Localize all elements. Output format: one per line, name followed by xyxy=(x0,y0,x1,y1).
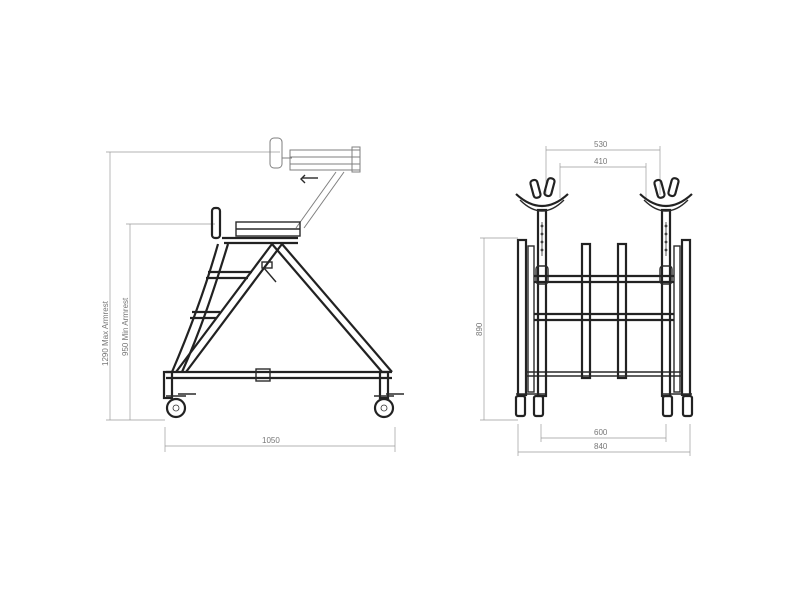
side-view: 1290 Max Armrest 950 Min Armrest 1050 xyxy=(101,137,404,452)
front-view-dimensions xyxy=(480,146,691,456)
top-outer-width-dimension: 530 xyxy=(594,140,608,149)
length-dimension: 1050 xyxy=(262,436,280,445)
top-inner-width-dimension: 410 xyxy=(594,157,608,166)
front-casters xyxy=(514,393,694,418)
front-view: 530 410 890 600 840 xyxy=(475,140,694,456)
height-dimension: 890 xyxy=(475,322,484,336)
armrest-max-position xyxy=(269,137,361,229)
side-caster-rear xyxy=(373,393,404,419)
bottom-inner-width-dimension: 600 xyxy=(594,428,608,437)
left-armrest-column xyxy=(515,177,569,398)
right-armrest-column xyxy=(639,177,693,398)
side-caster-front xyxy=(165,393,196,419)
side-view-dimensions xyxy=(106,151,396,452)
bottom-outer-width-dimension: 840 xyxy=(594,442,608,451)
armrest-min-position xyxy=(210,206,301,245)
side-frame xyxy=(162,243,393,400)
front-frame xyxy=(516,238,692,397)
min-armrest-dimension: 950 Min Armrest xyxy=(121,297,130,356)
max-armrest-dimension: 1290 Max Armrest xyxy=(101,300,110,366)
